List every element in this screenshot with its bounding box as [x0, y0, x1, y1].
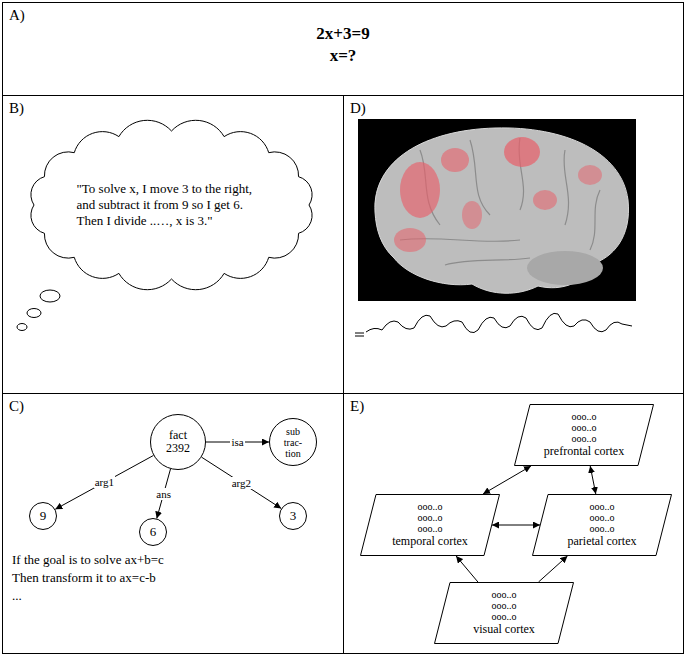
layer-text: ooo..o [492, 600, 517, 611]
activation-blob [578, 165, 602, 185]
panel-box: A)2x+3=9x=? [2, 2, 684, 96]
connector [55, 455, 153, 509]
chunk-circle: 9 [29, 502, 57, 530]
activation-blob [441, 148, 469, 172]
edge-label: arg1 [94, 476, 115, 488]
plane-outline [435, 583, 574, 644]
equation-text: x=? [330, 45, 357, 67]
text-holder: fact 2392 [150, 414, 206, 470]
layer-text: ooo..o [492, 611, 517, 622]
panel-letter: C) [9, 397, 24, 415]
edge-label: ans [155, 488, 172, 500]
cerebellum [527, 251, 603, 285]
plane-outline [533, 495, 672, 556]
panel-letter: A) [9, 6, 25, 24]
equation-text: 2x+3=9 [316, 23, 369, 45]
connector [590, 466, 596, 494]
panel-letter: E) [350, 397, 364, 415]
circle-outline [270, 419, 317, 466]
thought-bubble [17, 324, 27, 331]
connector [492, 525, 540, 526]
connector [539, 556, 568, 582]
layer-plane: ooo..oooo..oooo..otemporal cortex [360, 494, 500, 556]
chunk-circle: 6 [139, 518, 167, 546]
text-holder: 9 [29, 502, 57, 530]
circle-outline [140, 519, 167, 546]
panel-letter: D) [350, 99, 366, 117]
chunk-text: 3 [290, 509, 297, 523]
connector [202, 457, 282, 508]
cloud-outline [31, 120, 312, 289]
layer-text: parietal cortex [568, 534, 637, 549]
text-holder: 6 [139, 518, 167, 546]
circle-outline [151, 415, 206, 470]
layer-text: ooo..o [572, 433, 597, 444]
text-holder: sub trac- tion [269, 418, 317, 466]
wave-mark [355, 333, 364, 336]
activation-blob [400, 162, 440, 218]
text-holder: ooo..oooo..oooo..otemporal cortex [360, 494, 500, 556]
layer-text: temporal cortex [392, 534, 468, 549]
chunk-circle: sub trac- tion [269, 418, 317, 466]
layer-plane: ooo..oooo..oooo..oparietal cortex [532, 494, 672, 556]
brain-sulci [400, 138, 600, 265]
layer-text: ooo..o [572, 411, 597, 422]
connector [456, 556, 478, 582]
chunk-text: 9 [40, 509, 47, 523]
activation-blob [394, 228, 426, 252]
panel-box: "To solve x, I move 3 to the right, and … [2, 95, 344, 394]
layer-text: ooo..o [590, 512, 615, 523]
activation-blob [504, 137, 540, 167]
chunk-circle: 3 [279, 502, 307, 530]
thought-text: "To solve x, I move 3 to the right, and … [77, 181, 267, 229]
layer-text: ooo..o [590, 501, 615, 512]
layer-text: visual cortex [473, 622, 535, 637]
panel-letter: B) [9, 99, 24, 117]
layer-text: ooo..o [572, 422, 597, 433]
panel-box: D) [343, 95, 684, 394]
layer-text: ooo..o [418, 512, 443, 523]
text-holder: ooo..oooo..oooo..oparietal cortex [532, 494, 672, 556]
plane-outline [515, 405, 654, 466]
chunk-text: 6 [150, 525, 157, 539]
production-rule: If the goal is to solve ax+b=c [12, 552, 164, 568]
thought-bubble [40, 290, 60, 302]
text-holder: 2x+3=9x=? [3, 3, 683, 95]
layer-plane: ooo..oooo..oooo..oprefrontal cortex [514, 404, 654, 466]
activation-blob [533, 190, 557, 210]
panel-box: fact 2392 sub trac- tion 9 6 3 C) [2, 393, 344, 654]
erp-waveform [366, 313, 632, 332]
layer-plane: ooo..oooo..oooo..ovisual cortex [434, 582, 574, 644]
text-holder: "To solve x, I move 3 to the right, and … [19, 116, 324, 294]
connector [483, 466, 531, 494]
chunk-text: fact 2392 [162, 429, 194, 455]
text-holder: ooo..oooo..oooo..oprefrontal cortex [514, 404, 654, 466]
edge-label: isa [230, 436, 244, 448]
layer-text: ooo..o [418, 501, 443, 512]
text-holder: ooo..oooo..oooo..ovisual cortex [434, 582, 574, 644]
plane-outline [361, 495, 500, 556]
circle-outline [280, 503, 307, 530]
scan-background [358, 119, 636, 301]
activation-blob [462, 201, 482, 229]
layer-text: prefrontal cortex [544, 444, 624, 459]
panel-box: ooo..oooo..oooo..oprefrontal cortexooo..… [343, 393, 684, 654]
layer-text: ooo..o [590, 523, 615, 534]
chunk-text: sub trac- tion [281, 426, 305, 459]
circle-outline [30, 503, 57, 530]
text-holder: 3 [279, 502, 307, 530]
edge-label: arg2 [231, 477, 252, 489]
brain-surface [375, 128, 629, 293]
production-rule: Then transform it to ax=c-b [12, 570, 156, 586]
layer-text: ooo..o [418, 523, 443, 534]
thought-bubble [27, 309, 41, 318]
chunk-circle: fact 2392 [150, 414, 206, 470]
layer-text: ooo..o [492, 589, 517, 600]
production-rule: ... [12, 588, 22, 604]
thought-cloud: "To solve x, I move 3 to the right, and … [19, 116, 324, 294]
